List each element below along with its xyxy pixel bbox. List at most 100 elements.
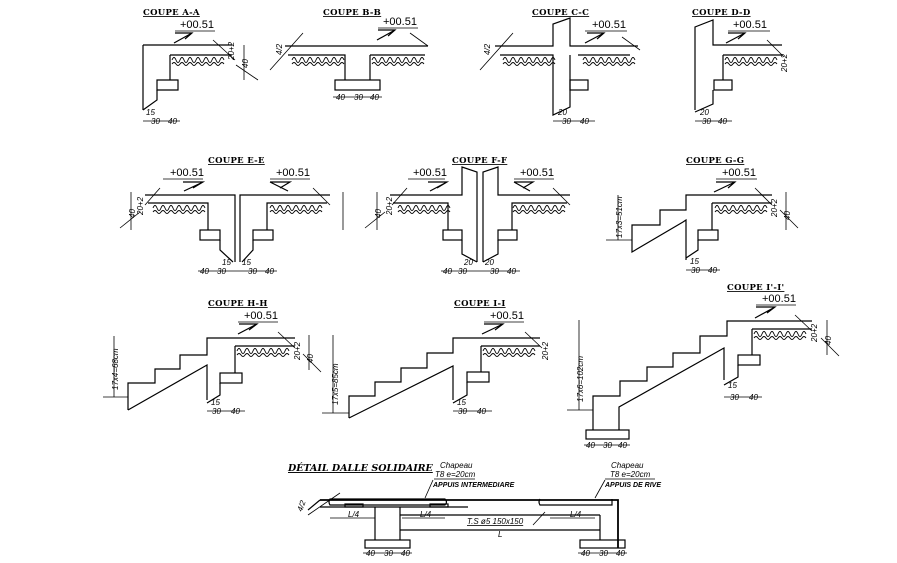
dim-label: 15 xyxy=(457,398,466,407)
dim-label: 30 xyxy=(384,549,393,558)
dim-label: 40 xyxy=(336,93,345,102)
dim-label: 20 xyxy=(463,258,473,267)
dim-label: 20+2 xyxy=(541,341,550,361)
stair-rise-label: 17x4=68cm xyxy=(111,348,120,390)
dim-label: 20 xyxy=(557,108,567,117)
level-label: +00.51 xyxy=(722,167,756,179)
dim-label: 20+2 xyxy=(810,323,819,343)
dim-label: 20+2 xyxy=(770,198,779,218)
section-title: COUPE H-H xyxy=(208,299,268,309)
dim-label: 40 xyxy=(366,549,375,558)
dim-label: 40 xyxy=(401,549,410,558)
dim-label: 30 xyxy=(691,266,700,275)
dim-label: 40 xyxy=(370,93,379,102)
dim-label: 30 xyxy=(562,117,571,126)
dim-label: 30 xyxy=(603,441,612,450)
dim-label: 15 xyxy=(222,258,231,267)
dim-label: 40 xyxy=(306,354,315,363)
level-label: +00.51 xyxy=(383,16,417,28)
level-label: +00.51 xyxy=(180,19,214,31)
quarter-label: L/4 xyxy=(570,510,582,519)
dim-label: 40 xyxy=(749,393,758,402)
dim-label: 30 xyxy=(599,549,608,558)
dim-label: 40 xyxy=(241,59,250,68)
dim-label: 30 xyxy=(458,267,467,276)
section-b-b: COUPE B-B +00.51 4/2 40 30 40 xyxy=(269,8,429,102)
section-title: COUPE F-F xyxy=(452,156,507,166)
dim-label: 30 xyxy=(212,407,221,416)
level-label: +00.51 xyxy=(762,293,796,305)
chapeau-label: Chapeau xyxy=(611,461,644,470)
section-c-c: COUPE C-C +00.51 4/2 20 30 40 xyxy=(479,8,641,126)
dim-label: 30 xyxy=(217,267,226,276)
dim-label: 40 xyxy=(507,267,516,276)
dim-label: 4/2 xyxy=(275,43,284,55)
section-title: COUPE I-I xyxy=(454,299,506,309)
dim-label: 15 xyxy=(242,258,251,267)
dim-label: 40 xyxy=(618,441,627,450)
section-title: COUPE I'-I' xyxy=(727,283,784,293)
level-label: +00.51 xyxy=(592,19,626,31)
level-label: +00.51 xyxy=(170,167,204,179)
section-a-a: COUPE A-A +00.51 20+2 40 15 30 40 xyxy=(142,8,259,126)
support-label: APPUIS DE RIVE xyxy=(604,482,661,489)
level-label: +00.51 xyxy=(244,310,278,322)
mesh-label: T.S ø5 150x150 xyxy=(467,517,524,526)
section-h-h: COUPE H-H +00.51 17x4=68cm 20+2 40 15 30… xyxy=(103,299,322,416)
section-g-g: COUPE G-G +00.51 17x3=51cm 20+2 40 15 30… xyxy=(606,156,799,275)
dim-label: 40 xyxy=(168,117,177,126)
dim-label: 40 xyxy=(824,336,833,345)
detail-dalle-solidaire: DÉTAIL DALLE SOLIDAIRE Chapeau T8 e=20cm… xyxy=(287,461,661,558)
dim-label: 30 xyxy=(458,407,467,416)
dim-label: 4/2 xyxy=(483,43,492,55)
dim-label: 40 xyxy=(265,267,274,276)
dim-label: 40 xyxy=(231,407,240,416)
level-label: +00.51 xyxy=(413,167,447,179)
level-label: +00.51 xyxy=(276,167,310,179)
dim-label: 30 xyxy=(702,117,711,126)
section-i-prime: COUPE I'-I' +00.51 17x6=102cm 20+2 40 15… xyxy=(567,283,840,450)
dim-label: 15 xyxy=(690,257,699,266)
chapeau-spec: T8 e=20cm xyxy=(435,470,476,479)
section-title: COUPE A-A xyxy=(143,8,200,18)
span-label: L xyxy=(498,530,502,539)
quarter-label: L/4 xyxy=(420,510,432,519)
level-label: +00.51 xyxy=(733,19,767,31)
dim-label: 40 xyxy=(477,407,486,416)
dim-label: 15 xyxy=(728,381,737,390)
dim-label: 40 xyxy=(616,549,625,558)
level-label: +00.51 xyxy=(490,310,524,322)
chapeau-label: Chapeau xyxy=(440,461,473,470)
dim-label: 20+2 xyxy=(385,196,394,216)
dim-label: 30 xyxy=(490,267,499,276)
section-title: COUPE C-C xyxy=(532,8,589,18)
support-label: APPUIS INTERMEDIARE xyxy=(432,482,515,489)
dim-label: 40 xyxy=(200,267,209,276)
chapeau-spec: T8 e=20cm xyxy=(610,470,651,479)
dim-label: 40 xyxy=(708,266,717,275)
section-title: COUPE G-G xyxy=(686,156,744,166)
dim-label: 40 xyxy=(783,211,792,220)
dim-label: 40 xyxy=(586,441,595,450)
edge-label: 4/2 xyxy=(295,499,307,513)
dim-label: 40 xyxy=(443,267,452,276)
dim-label: 20+2 xyxy=(136,196,145,216)
dim-label: 20+2 xyxy=(227,41,236,61)
dim-label: 40 xyxy=(128,209,137,218)
dim-label: 20 xyxy=(484,258,494,267)
section-e-e: COUPE E-E +00.51 +00.51 20+2 40 15 15 40… xyxy=(119,156,344,276)
detail-title: DÉTAIL DALLE SOLIDAIRE xyxy=(287,462,434,474)
dim-label: 40 xyxy=(374,209,383,218)
dim-label: 30 xyxy=(730,393,739,402)
dim-label: 20+2 xyxy=(780,53,789,73)
dim-label: 15 xyxy=(211,398,220,407)
level-label: +00.51 xyxy=(520,167,554,179)
stair-rise-label: 17x6=102cm xyxy=(576,356,585,402)
dim-label: 20+2 xyxy=(293,341,302,361)
section-title: COUPE D-D xyxy=(692,8,751,18)
dim-label: 30 xyxy=(248,267,257,276)
quarter-label: L/4 xyxy=(348,510,360,519)
dim-label: 40 xyxy=(581,549,590,558)
section-i-i: COUPE I-I +00.51 17x5=85cm 20+2 15 30 40 xyxy=(322,299,550,419)
